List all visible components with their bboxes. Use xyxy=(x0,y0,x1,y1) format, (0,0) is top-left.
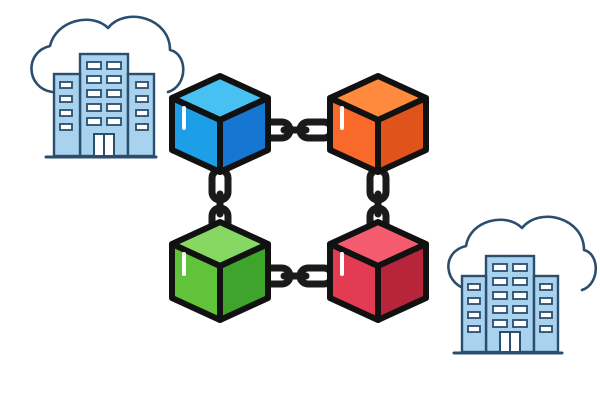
orange-block-cube-icon xyxy=(327,73,429,175)
building-windows xyxy=(59,61,149,131)
cloud-outline xyxy=(30,15,185,94)
cloud-building-icon xyxy=(30,15,185,159)
blue-block-cube-icon xyxy=(169,73,271,175)
cloud-outline xyxy=(447,215,597,292)
building-windows xyxy=(467,263,553,333)
cloud-building-icon xyxy=(447,215,597,355)
green-block-cube-icon xyxy=(169,219,271,323)
red-block-cube-icon xyxy=(327,219,429,323)
